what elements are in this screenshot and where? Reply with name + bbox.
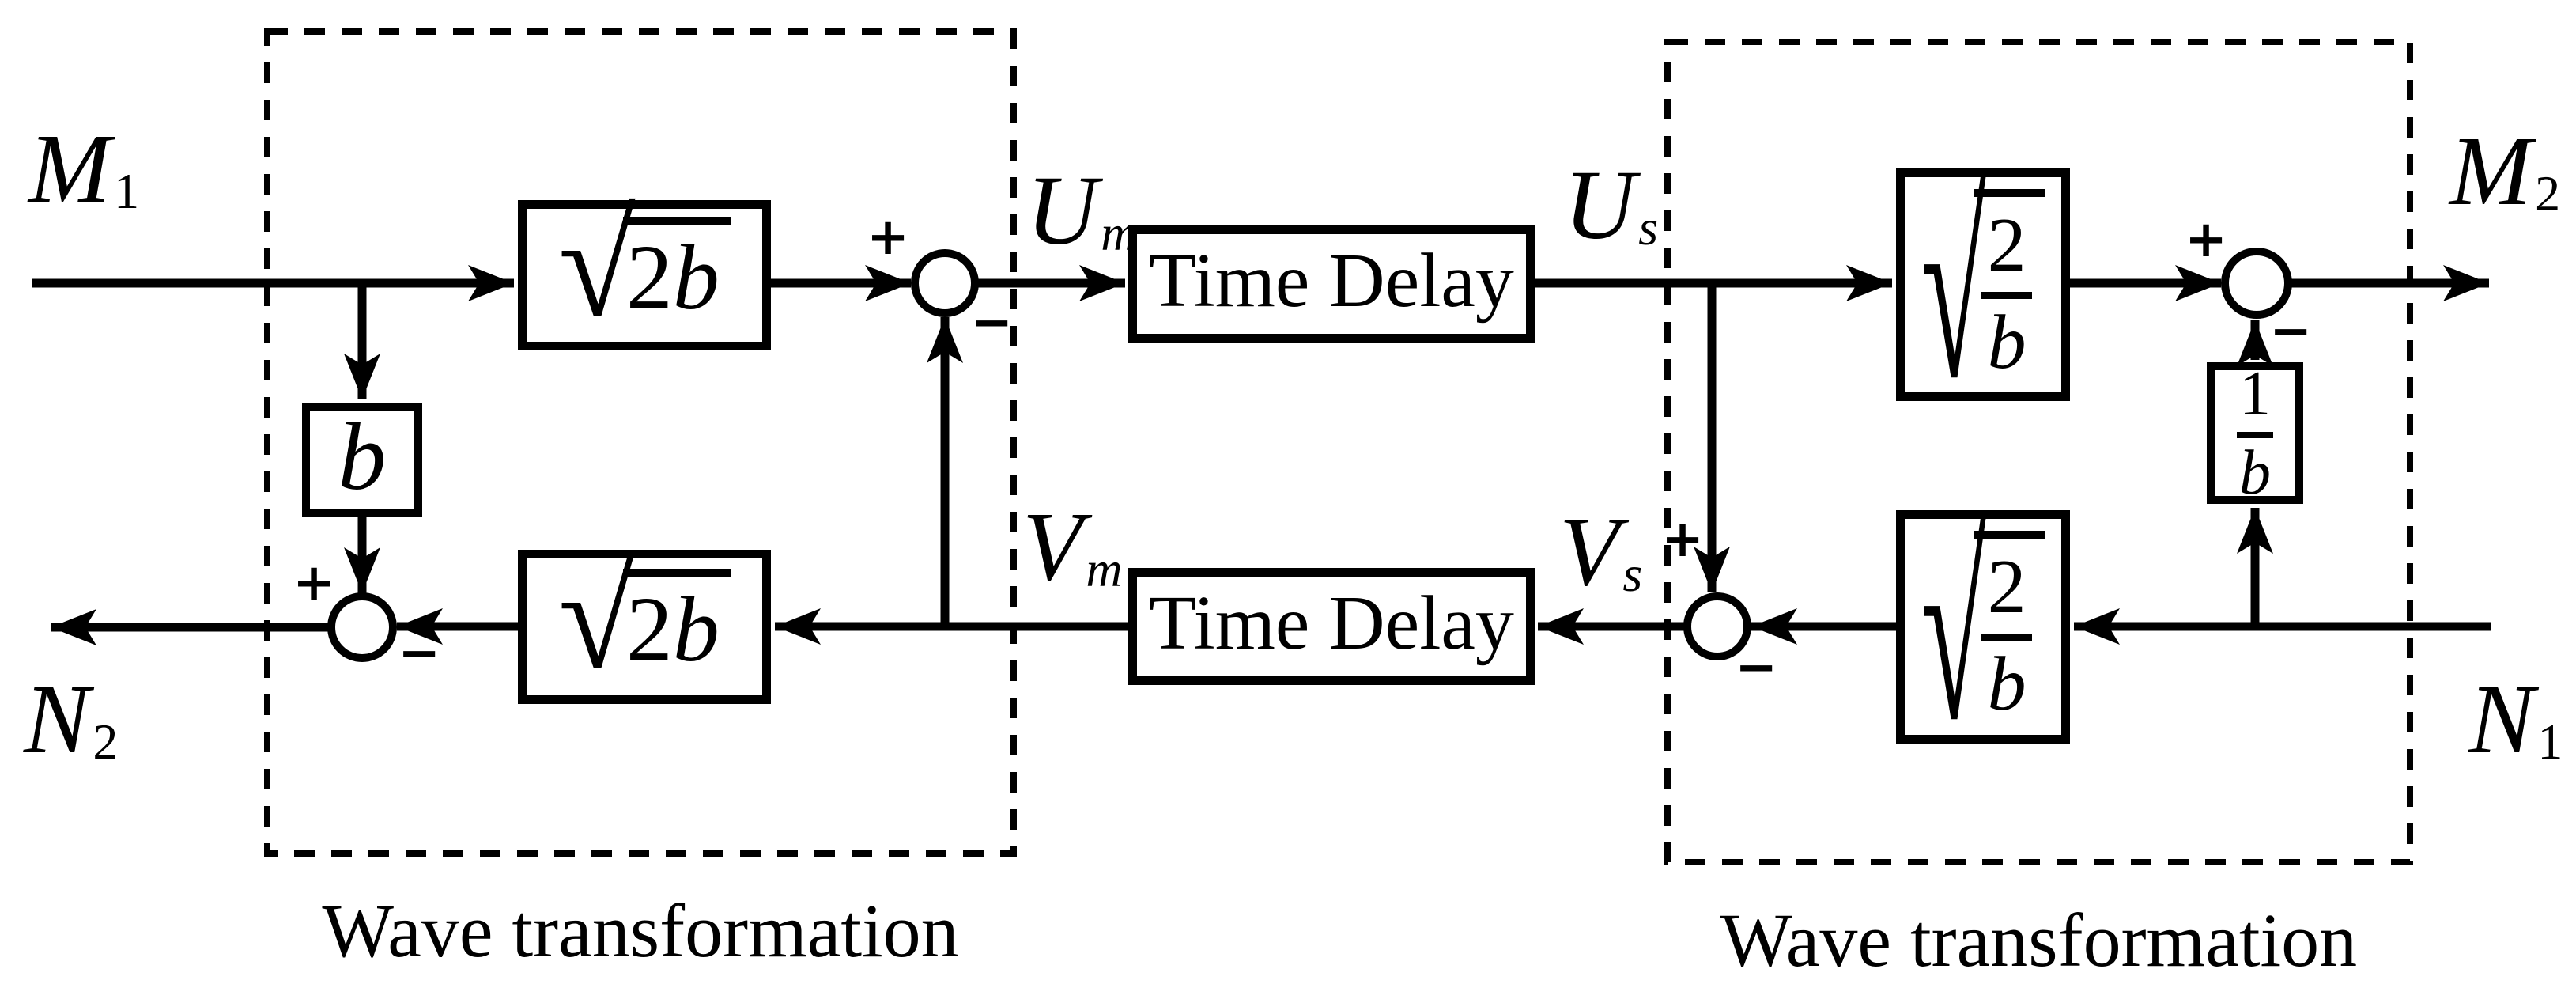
signal-label-m1: M 1 — [28, 120, 139, 219]
minus-sign-sum-br: − — [1735, 638, 1777, 697]
plus-sign-sum-br: + — [1661, 510, 1704, 569]
signal-base: N — [2468, 665, 2535, 774]
denominator: b — [2239, 437, 2271, 508]
signal-base: V — [1022, 493, 1083, 602]
signal-base: M — [2449, 117, 2533, 226]
numerator: 2 — [1987, 202, 2026, 288]
minus-sign-sum-bl: − — [398, 624, 440, 683]
plus-sign-sum-tr: + — [2185, 210, 2227, 269]
one-over-b-block: 1 b — [2207, 362, 2303, 505]
time-delay-label: Time Delay — [1149, 581, 1514, 666]
sqrt-2b-block-bottom: √ 2 b — [518, 543, 771, 704]
signal-subscript: 2 — [2535, 165, 2561, 221]
sqrt-2-over-b-block-top: √ 2 b — [1896, 163, 2070, 418]
signal-subscript: m — [1086, 541, 1123, 597]
gain-b-label: b — [338, 403, 387, 510]
radical-sign: √ — [1921, 149, 1987, 432]
sqrt-2b-coefficient: 2 — [625, 225, 673, 329]
sqrt-2-over-b-block-bottom: √ 2 b — [1896, 505, 2070, 760]
signal-label-m2: M 2 — [2449, 123, 2560, 221]
radical-sign: √ — [558, 535, 636, 700]
signal-base: N — [24, 665, 90, 774]
summing-junction-top-right — [2221, 248, 2292, 319]
signal-subscript: 1 — [2537, 713, 2563, 770]
sqrt-2b-coefficient: 2 — [625, 577, 673, 681]
one-over-b-expression: 1 b — [2237, 362, 2273, 505]
gain-b-block: b — [302, 403, 422, 517]
sqrt-2b-variable: b — [672, 577, 720, 681]
signal-base: V — [1559, 498, 1620, 607]
denominator: b — [1987, 299, 2026, 385]
plus-sign-sum-bl: + — [293, 554, 335, 612]
right-group-caption: Wave transformation — [1720, 898, 2358, 982]
signal-subscript: 2 — [93, 713, 119, 770]
sqrt-2b-expression: √ 2 b — [558, 191, 731, 339]
sqrt-2-over-b-expression: √ 2 b — [1921, 505, 2045, 760]
signal-subscript: m — [1101, 205, 1138, 261]
signal-base: U — [1026, 157, 1098, 266]
time-delay-block-top: Time Delay — [1128, 225, 1535, 343]
signal-base: U — [1564, 151, 1636, 260]
summing-junction-bottom-right — [1683, 592, 1751, 660]
plus-sign-sum-tl: + — [867, 208, 909, 267]
minus-sign-sum-tr: − — [2269, 302, 2312, 361]
signal-subscript: 1 — [114, 163, 140, 219]
minus-sign-sum-tl: − — [970, 293, 1013, 352]
signal-label-us: U s — [1564, 157, 1658, 255]
sqrt-2b-expression: √ 2 b — [558, 543, 731, 691]
numerator: 2 — [1987, 544, 2026, 630]
left-wave-transformation-boundary — [264, 28, 1017, 857]
summing-junction-top-left — [911, 249, 979, 317]
signal-label-n1: N 1 — [2468, 671, 2563, 770]
fraction-bar — [1981, 634, 2033, 641]
signal-label-vs: V s — [1559, 503, 1642, 602]
signal-label-um: U m — [1026, 162, 1138, 261]
time-delay-label: Time Delay — [1149, 238, 1514, 324]
denominator: b — [1987, 641, 2026, 727]
numerator: 1 — [2239, 358, 2271, 429]
summing-junction-bottom-left — [327, 592, 397, 662]
signal-subscript: s — [1638, 199, 1659, 255]
sqrt-2b-variable: b — [672, 225, 720, 329]
left-group-caption: Wave transformation — [322, 888, 959, 973]
radical-sign: √ — [1921, 491, 1987, 774]
sqrt-2b-block-top: √ 2 b — [518, 191, 771, 350]
signal-label-vm: V m — [1022, 498, 1123, 597]
signal-label-n2: N 2 — [24, 671, 118, 770]
fraction-bar — [2237, 431, 2273, 438]
signal-base: M — [28, 115, 111, 224]
fraction-bar — [1981, 291, 2033, 299]
time-delay-block-bottom: Time Delay — [1128, 568, 1535, 685]
sqrt-2-over-b-expression: √ 2 b — [1921, 163, 2045, 418]
right-wave-transformation-boundary — [1664, 39, 2413, 865]
signal-subscript: s — [1622, 546, 1643, 602]
radical-sign: √ — [558, 183, 636, 348]
